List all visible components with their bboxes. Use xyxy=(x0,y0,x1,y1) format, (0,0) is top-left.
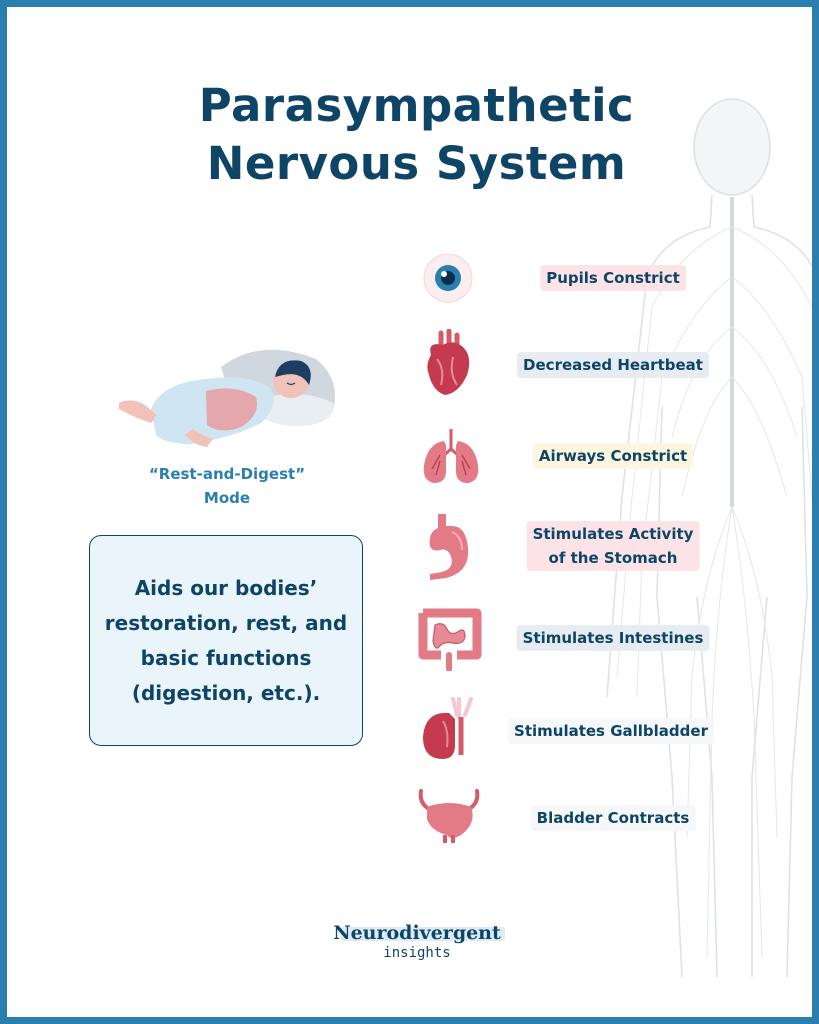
gallbladder-icon xyxy=(423,697,473,759)
effect-label-heartbeat: Decreased Heartbeat xyxy=(517,352,709,378)
brand-logo: Neurodivergent insights xyxy=(307,921,527,961)
intestines-icon xyxy=(418,608,482,671)
eye-icon xyxy=(423,253,473,303)
sleeping-person-illustration xyxy=(119,349,335,447)
mode-caption: “Rest-and-Digest” Mode xyxy=(117,462,337,510)
brand-subtitle: insights xyxy=(383,945,451,961)
description-box: Aids our bodies’ restoration, rest, and … xyxy=(89,535,363,746)
title-line-2: Nervous System xyxy=(206,137,627,190)
description-text: Aids our bodies’ restoration, rest, and … xyxy=(104,575,348,705)
lungs-icon xyxy=(423,429,479,483)
page-title: Parasympathetic Nervous System xyxy=(7,77,812,193)
mode-caption-line-2: Mode xyxy=(203,489,251,507)
effect-label-airways: Airways Constrict xyxy=(532,443,694,469)
effect-label-pupils: Pupils Constrict xyxy=(540,265,686,291)
mode-caption-line-1: “Rest-and-Digest” xyxy=(148,465,306,483)
heart-icon xyxy=(427,329,470,395)
bladder-icon xyxy=(418,789,480,843)
effect-label-bladder: Bladder Contracts xyxy=(530,805,696,831)
effect-label-gallbladder: Stimulates Gallbladder xyxy=(508,718,714,744)
effect-label-intestines: Stimulates Intestines xyxy=(516,625,710,651)
title-line-1: Parasympathetic xyxy=(198,79,635,132)
brand-name: Neurodivergent xyxy=(333,922,505,944)
effect-label-stomach: Stimulates Activity of the Stomach xyxy=(526,521,700,571)
stomach-icon xyxy=(429,514,469,580)
